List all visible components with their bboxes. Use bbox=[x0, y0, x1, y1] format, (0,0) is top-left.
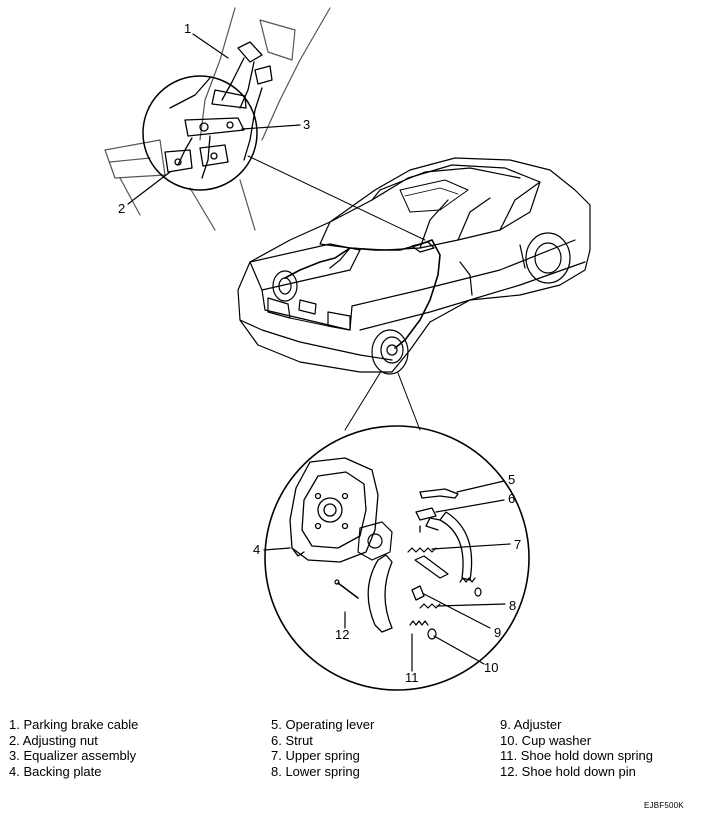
callout-6: 6 bbox=[508, 491, 516, 506]
legend-item: 10. Cup washer bbox=[500, 732, 592, 748]
callout-4: 4 bbox=[253, 542, 261, 557]
cup-washer bbox=[427, 628, 437, 640]
detail-circle-rear-brake bbox=[264, 425, 530, 691]
adjuster bbox=[411, 585, 425, 601]
legend-item: 7. Upper spring bbox=[271, 748, 360, 763]
legend-item: 8. Lower spring bbox=[271, 763, 360, 779]
legend-column-2: 5. Operating lever 6. Strut 7. Upper spr… bbox=[271, 717, 374, 779]
shoe-hold-down-pin bbox=[337, 582, 359, 599]
figure-code: EJBF500K bbox=[644, 801, 684, 810]
legend-item: 3. Equalizer assembly bbox=[9, 748, 137, 763]
backing-plate bbox=[289, 457, 379, 563]
strut bbox=[415, 507, 437, 521]
callout-8: 8 bbox=[509, 598, 517, 613]
callout-5: 5 bbox=[508, 472, 516, 487]
callout-1: 1 bbox=[184, 21, 192, 36]
lower-spring bbox=[419, 603, 441, 609]
legend-item: 6. Strut bbox=[271, 732, 313, 748]
detail-circle-equalizer bbox=[142, 75, 258, 191]
legend-column-3: 9. Adjuster 10. Cup washer 11. Shoe hold… bbox=[500, 717, 653, 779]
legend-item: 4. Backing plate bbox=[9, 763, 102, 779]
exploded-view-illustration bbox=[104, 7, 591, 691]
car-illustration bbox=[237, 157, 591, 375]
legend-item: 5. Operating lever bbox=[271, 717, 375, 732]
callout-7: 7 bbox=[514, 537, 522, 552]
rear-brake-detail-view bbox=[263, 425, 530, 691]
operating-lever bbox=[419, 488, 459, 499]
legend-item: 12. Shoe hold down pin bbox=[500, 763, 636, 779]
callout-3: 3 bbox=[303, 117, 311, 132]
upper-spring bbox=[407, 547, 437, 553]
shoe-hold-down-spring bbox=[409, 620, 429, 626]
legend-item: 11. Shoe hold down spring bbox=[500, 748, 653, 763]
connector-line-upper bbox=[247, 155, 426, 241]
legend-item: 2. Adjusting nut bbox=[9, 732, 98, 748]
legend-item: 9. Adjuster bbox=[500, 717, 562, 732]
callout-2: 2 bbox=[118, 201, 126, 216]
callout-12: 12 bbox=[335, 627, 350, 642]
flange-gasket bbox=[357, 521, 393, 561]
legend-item: 1. Parking brake cable bbox=[9, 717, 139, 732]
callout-10: 10 bbox=[484, 660, 499, 675]
rear-wheel bbox=[371, 329, 409, 375]
parking-brake-cable-route bbox=[284, 239, 441, 349]
equalizer-detail-view bbox=[104, 7, 426, 241]
legend-column-1: 1. Parking brake cable 2. Adjusting nut … bbox=[9, 717, 138, 779]
callout-9: 9 bbox=[494, 625, 502, 640]
callout-11: 11 bbox=[405, 670, 419, 685]
